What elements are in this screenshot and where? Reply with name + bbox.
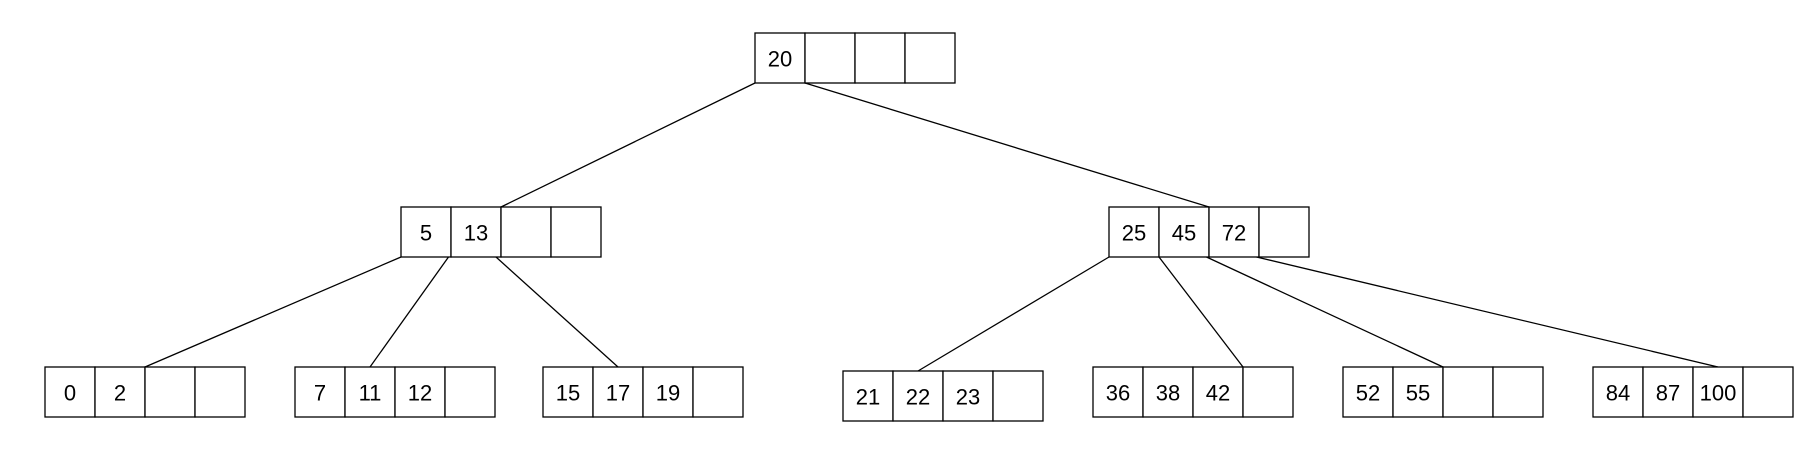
key-label: 72: [1222, 221, 1246, 246]
key-cell: [1642, 366, 1694, 418]
key-label: 19: [656, 381, 680, 406]
key-label: 36: [1106, 381, 1130, 406]
key-cell: [942, 370, 994, 422]
key-label: 17: [606, 381, 630, 406]
key-cell: [1742, 366, 1794, 418]
key-cell: [542, 366, 594, 418]
tree-edges: [144, 82, 1719, 372]
tree-edge: [144, 256, 402, 368]
key-cell: [394, 366, 446, 418]
key-cell: [992, 370, 1044, 422]
key-label: 5: [420, 221, 432, 246]
key-cell: [450, 206, 502, 258]
tree-edge: [369, 256, 450, 368]
tree-edge: [917, 256, 1110, 372]
key-cell: [500, 206, 552, 258]
key-cell: [1492, 366, 1544, 418]
key-label: 52: [1356, 381, 1380, 406]
key-label: 100: [1700, 381, 1737, 406]
key-label: 11: [359, 381, 382, 406]
key-cell: [642, 366, 694, 418]
key-cell: [692, 366, 744, 418]
key-label: 22: [906, 385, 930, 410]
leaf-node: 21 22 23: [842, 370, 1044, 422]
key-label: 87: [1656, 381, 1680, 406]
key-label: 45: [1172, 221, 1196, 246]
tree-edge: [1256, 256, 1719, 368]
leaf-node: 84 87 100: [1592, 366, 1794, 418]
key-cell: [1208, 206, 1260, 258]
leaf-node: 15 17 19: [542, 366, 744, 418]
key-label: 42: [1206, 381, 1230, 406]
key-cell: [1442, 366, 1494, 418]
key-cell: [1342, 366, 1394, 418]
key-label: 20: [768, 47, 792, 72]
key-label: 21: [856, 385, 880, 410]
tree-edge: [500, 82, 756, 208]
key-cell: [194, 366, 246, 418]
internal-node: 5 13: [400, 206, 602, 258]
key-cell: [892, 370, 944, 422]
key-cell: [854, 32, 906, 84]
key-cell: [842, 370, 894, 422]
key-cell: [144, 366, 196, 418]
key-label: 15: [556, 381, 580, 406]
key-cell: [44, 366, 96, 418]
key-cell: [400, 206, 452, 258]
tree-edge: [1206, 256, 1444, 368]
key-cell: [344, 366, 396, 418]
key-cell: [904, 32, 956, 84]
key-cell: [1592, 366, 1644, 418]
key-cell: [804, 32, 856, 84]
key-label: 0: [64, 381, 76, 406]
key-label: 13: [464, 221, 488, 246]
key-cell: [1108, 206, 1160, 258]
key-cell: [294, 366, 346, 418]
tree-edge: [1158, 256, 1244, 368]
key-label: 2: [114, 381, 126, 406]
leaf-node: 36 38 42: [1092, 366, 1294, 418]
tree-edge: [804, 82, 1210, 208]
key-cell: [444, 366, 496, 418]
key-cell: [550, 206, 602, 258]
tree-edge: [495, 256, 619, 368]
key-label: 12: [408, 381, 432, 406]
key-label: 23: [956, 385, 980, 410]
key-cell: [1192, 366, 1244, 418]
key-label: 7: [314, 381, 326, 406]
key-label: 38: [1156, 381, 1180, 406]
key-label: 84: [1606, 381, 1630, 406]
internal-node: 25 45 72: [1108, 206, 1310, 258]
leaf-node: 7 11 12: [294, 366, 496, 418]
key-cell: [1242, 366, 1294, 418]
key-label: 55: [1406, 381, 1430, 406]
key-cell: [1258, 206, 1310, 258]
root-node: 20: [754, 32, 956, 84]
key-label: 25: [1122, 221, 1146, 246]
key-cell: [94, 366, 146, 418]
key-cell: [1392, 366, 1444, 418]
leaf-node: 52 55: [1342, 366, 1544, 418]
